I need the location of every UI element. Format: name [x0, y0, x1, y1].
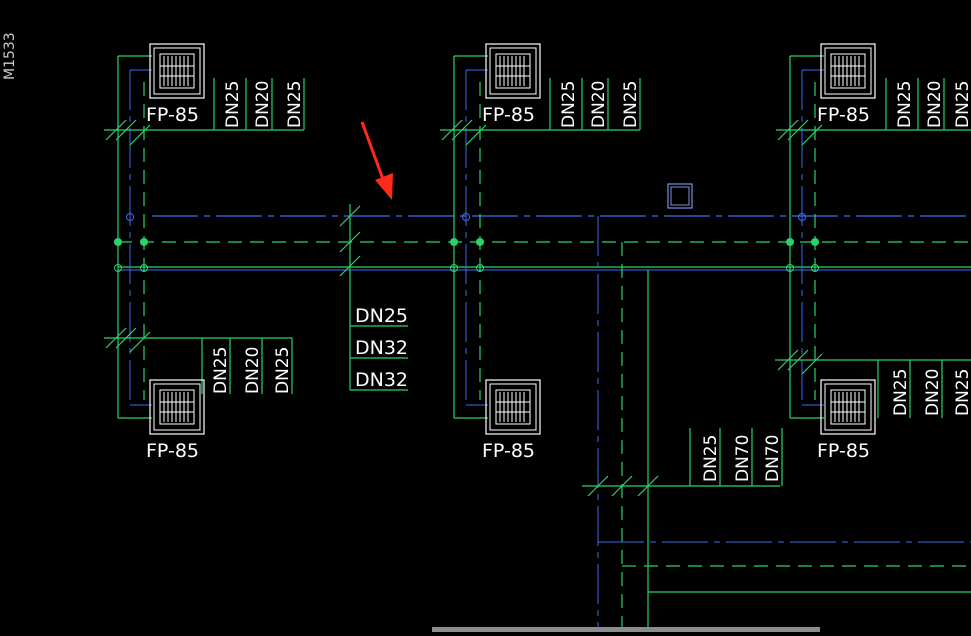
size-label: DN25 — [559, 81, 579, 128]
branch-column-center — [453, 55, 488, 419]
size-label: DN70 — [763, 435, 783, 482]
fan-coil-unit-bottom-left[interactable] — [149, 379, 205, 435]
size-label: DN20 — [253, 81, 273, 128]
unit-label-top-right: FP-85 — [817, 104, 870, 126]
unit-label-bottom-left: FP-85 — [146, 440, 199, 462]
fan-coil-unit-top-right[interactable] — [820, 43, 876, 99]
size-label: DN25 — [273, 347, 293, 394]
pipe-tick-marks — [105, 119, 823, 497]
unit-label-top-left: FP-85 — [146, 104, 199, 126]
tag-leaders — [104, 78, 971, 486]
red-arrow-icon — [360, 121, 393, 200]
size-label: DN20 — [925, 81, 945, 128]
size-label: DN25 — [285, 81, 305, 128]
size-label: DN25 — [953, 369, 971, 416]
size-label: DN25 — [621, 81, 641, 128]
unit-label-bottom-right: FP-85 — [817, 440, 870, 462]
size-label: DN32 — [355, 369, 408, 391]
horizontal-scrollbar[interactable] — [432, 627, 820, 632]
fan-coil-unit-bottom-center[interactable] — [485, 379, 541, 435]
fan-coil-unit-bottom-right[interactable] — [820, 379, 876, 435]
unit-label-bottom-center: FP-85 — [482, 440, 535, 462]
size-label: DN20 — [243, 347, 263, 394]
size-label: DN25 — [211, 347, 231, 394]
riser-down — [582, 216, 971, 632]
unit-label-top-center: FP-85 — [482, 104, 535, 126]
size-label: DN20 — [589, 81, 609, 128]
size-label: DN25 — [223, 81, 243, 128]
selection-grip[interactable] — [667, 183, 693, 209]
size-label: DN25 — [953, 81, 971, 128]
size-label: DN25 — [355, 305, 408, 327]
size-label: DN70 — [733, 435, 753, 482]
drawing-side-label: M1533 — [2, 32, 18, 80]
size-label: DN32 — [355, 337, 408, 359]
branch-column-left — [117, 55, 152, 419]
size-label: DN20 — [923, 369, 943, 416]
main-pipes — [118, 215, 971, 271]
fan-coil-unit-top-left[interactable] — [149, 43, 205, 99]
fan-coil-unit-top-center[interactable] — [485, 43, 541, 99]
size-label: DN25 — [701, 435, 721, 482]
size-label: DN25 — [891, 369, 911, 416]
size-label: DN25 — [895, 81, 915, 128]
